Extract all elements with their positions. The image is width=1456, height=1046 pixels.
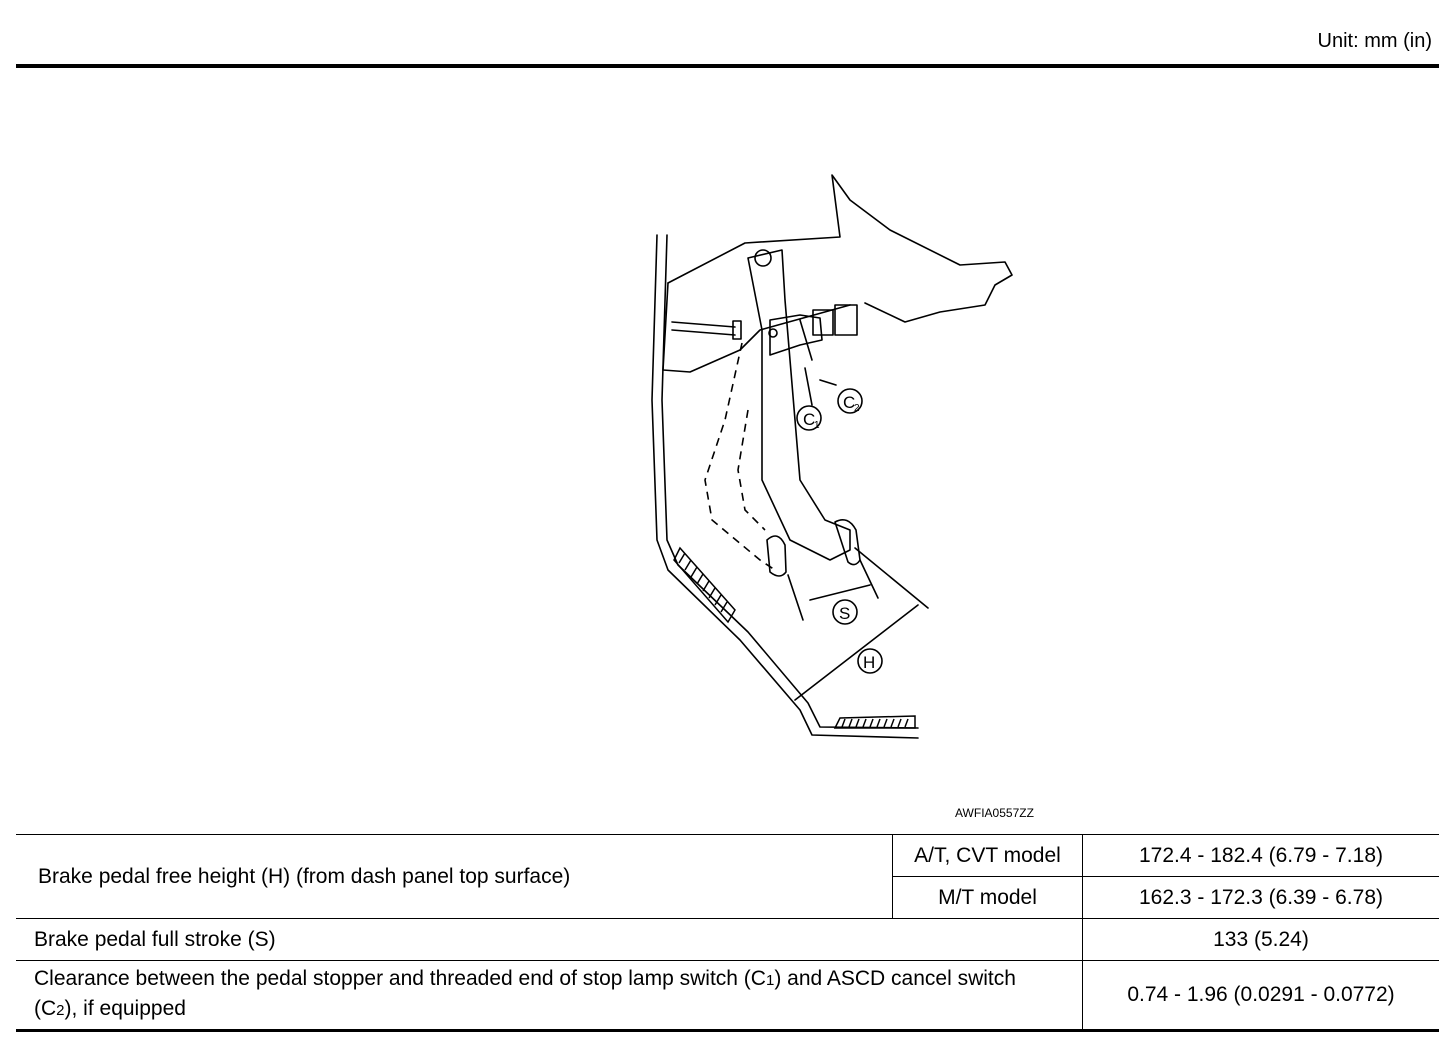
callout-c1: C 1 — [796, 405, 822, 431]
model-at-cvt: A/T, CVT model — [892, 834, 1083, 877]
callout-s: S — [832, 599, 858, 625]
callout-h: H — [857, 648, 883, 674]
callout-c1-letter: C — [803, 410, 815, 429]
clearance-label: Clearance between the pedal stopper and … — [16, 960, 1083, 1032]
value-at-cvt: 172.4 - 182.4 (6.79 - 7.18) — [1082, 834, 1439, 877]
brake-pedal-illustration: C 1 C 2 S H — [651, 174, 1013, 739]
clearance-sub2: 2 — [56, 1002, 65, 1019]
clearance-label-part3: ), if equipped — [64, 997, 186, 1020]
callout-h-letter: H — [863, 653, 875, 672]
callout-c1-sub: 1 — [814, 420, 820, 431]
clearance-label-part2: ) and ASCD cancel switch (C — [34, 967, 1016, 1020]
figure-code: AWFIA0557ZZ — [955, 806, 1034, 820]
callout-c2-letter: C — [843, 393, 855, 412]
table-row: M/T model 162.3 - 172.3 (6.39 - 6.78) — [16, 876, 1439, 919]
model-mt: M/T model — [892, 876, 1083, 919]
unit-label: Unit: mm (in) — [1317, 30, 1432, 52]
clearance-label-part1: Clearance between the pedal stopper and … — [34, 967, 766, 990]
header-rule — [16, 64, 1439, 68]
value-mt: 162.3 - 172.3 (6.39 - 6.78) — [1082, 876, 1439, 919]
callout-c2-sub: 2 — [854, 403, 860, 414]
clearance-sub1: 1 — [765, 972, 775, 989]
table-row: Brake pedal free height (H) (from dash p… — [16, 834, 1439, 919]
full-stroke-label: Brake pedal full stroke (S) — [16, 918, 1083, 961]
full-stroke-value: 133 (5.24) — [1082, 918, 1439, 961]
callout-c2: C 2 — [837, 388, 863, 414]
callout-s-letter: S — [839, 604, 850, 623]
free-height-label: Brake pedal free height (H) (from dash p… — [16, 834, 893, 919]
clearance-value: 0.74 - 1.96 (0.0291 - 0.0772) — [1082, 960, 1439, 1032]
table-row: Brake pedal full stroke (S) 133 (5.24) — [16, 918, 1439, 961]
table-row: Clearance between the pedal stopper and … — [16, 960, 1439, 1032]
spec-table: Brake pedal free height (H) (from dash p… — [16, 834, 1439, 1032]
